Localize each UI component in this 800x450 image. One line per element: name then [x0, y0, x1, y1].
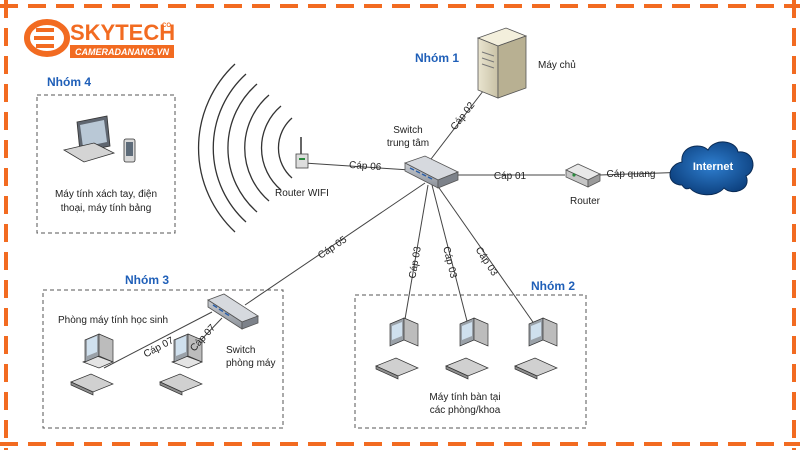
desktop-computer-icon — [445, 317, 489, 380]
brand-website: CAMERADANANG.VN — [75, 47, 169, 57]
cable-07a-line — [103, 311, 213, 369]
cable-03c-line — [436, 184, 536, 326]
group4-title: Nhóm 4 — [47, 75, 91, 89]
lab-switch-icon — [207, 293, 259, 330]
wifi-signal-icon — [197, 63, 293, 233]
group4-box — [36, 94, 176, 234]
desktop-computer-icon — [514, 317, 558, 380]
cable-02-line — [427, 81, 491, 164]
brand-name: SKYTECH — [70, 20, 175, 45]
router-icon — [565, 163, 601, 188]
core-switch-icon — [403, 155, 459, 189]
wifi-router-icon — [197, 63, 309, 233]
router-wifi-label: Router WIFI — [275, 188, 329, 199]
server-icon — [476, 27, 528, 99]
group2-box — [354, 294, 587, 429]
group3-title: Nhóm 3 — [125, 273, 169, 287]
fiber-label: Cáp quang — [607, 169, 656, 180]
cable-01-label: Cáp 01 — [494, 171, 527, 182]
lab-switch-label-2: phòng máy — [226, 358, 275, 369]
group2-title: Nhóm 2 — [531, 279, 575, 293]
phone-icon — [123, 138, 136, 163]
mobile-desc-1: Máy tính xách tay, điện — [55, 189, 157, 200]
cable-05-line — [244, 182, 426, 306]
server-label: Máy chủ — [538, 59, 576, 71]
lab-room-label: Phòng máy tính học sinh — [58, 315, 168, 326]
desktop-computer-icon — [70, 333, 114, 396]
brand-suffix: CO — [162, 23, 171, 29]
cable-03a-line — [403, 184, 429, 326]
cable-03b-line — [431, 184, 469, 326]
internet-label: Internet — [693, 161, 734, 173]
core-switch-label-1: Switch — [393, 125, 422, 136]
laptop-icon — [62, 115, 116, 163]
desktops-desc-1: Máy tính bàn tại — [429, 392, 500, 403]
cable-06-line — [303, 162, 411, 171]
desktop-computer-icon — [159, 333, 203, 396]
router-label: Router — [570, 196, 601, 207]
internet-cloud-icon: Internet — [669, 141, 754, 196]
group3-box — [42, 289, 284, 429]
desktop-computer-icon — [375, 317, 419, 380]
group1-title: Nhóm 1 — [415, 51, 459, 65]
desktops-desc-2: các phòng/khoa — [430, 405, 501, 416]
brand-logo: SKYTECH CO CAMERADANANG.VN — [24, 19, 175, 58]
lab-switch-label-1: Switch — [226, 345, 255, 356]
core-switch-label-2: trung tâm — [387, 138, 429, 149]
mobile-desc-2: thoại, máy tính bảng — [61, 203, 152, 214]
cable-06-label: Cáp 06 — [349, 160, 382, 173]
